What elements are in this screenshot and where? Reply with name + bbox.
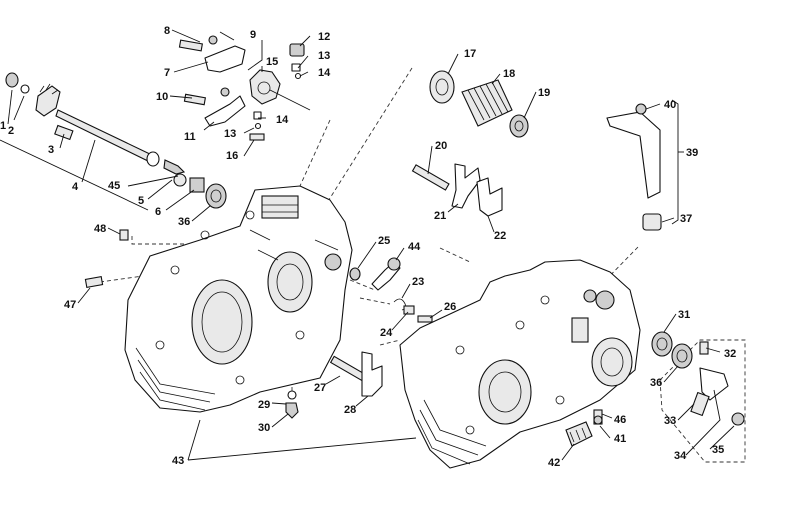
callout-14-bottom: 14 — [276, 114, 289, 126]
callout-40: 40 — [664, 99, 676, 111]
assembly-guide-lines — [99, 67, 746, 463]
callout-20: 20 — [435, 140, 447, 152]
callout-26: 26 — [444, 301, 456, 313]
callout-12: 12 — [318, 31, 330, 43]
callout-35: 35 — [712, 444, 724, 456]
callout-42: 42 — [548, 457, 560, 469]
callout-10: 10 — [156, 91, 168, 103]
callout-34: 34 — [674, 450, 687, 462]
callout-13-bottom: 13 — [224, 128, 236, 140]
callout-45: 45 — [108, 180, 120, 192]
callout-37: 37 — [680, 213, 692, 225]
callout-30: 30 — [258, 422, 270, 434]
shift-shaft-group — [0, 72, 205, 211]
callout-27: 27 — [314, 382, 326, 394]
callout-22: 22 — [494, 230, 506, 242]
callout-16: 16 — [226, 150, 238, 162]
callout-2: 2 — [8, 125, 14, 137]
callout-41: 41 — [614, 433, 626, 445]
callout-48: 48 — [94, 223, 106, 235]
callout-8: 8 — [164, 25, 170, 37]
small-parts — [84, 183, 603, 447]
callout-5: 5 — [138, 195, 144, 207]
shift-forks — [329, 163, 503, 397]
callout-36-right: 36 — [650, 377, 662, 389]
callout-18: 18 — [503, 68, 515, 80]
callout-14-top: 14 — [318, 67, 331, 79]
callout-23: 23 — [412, 276, 424, 288]
right-crankcase-half — [399, 259, 641, 469]
callout-43: 43 — [172, 455, 184, 467]
right-side-parts — [606, 99, 745, 426]
callout-24: 24 — [380, 327, 393, 339]
selector-group — [178, 35, 311, 141]
callout-6: 6 — [155, 206, 161, 218]
callout-44: 44 — [408, 241, 421, 253]
callout-11: 11 — [184, 131, 196, 143]
callout-3: 3 — [48, 144, 54, 156]
callout-39: 39 — [686, 147, 698, 159]
callout-36-left: 36 — [178, 216, 190, 228]
shift-drum-group — [429, 70, 529, 138]
callout-15: 15 — [266, 56, 278, 68]
callout-4: 4 — [72, 181, 79, 193]
callout-29: 29 — [258, 399, 270, 411]
callout-7: 7 — [164, 67, 170, 79]
left-crankcase-half — [124, 185, 353, 413]
callout-47: 47 — [64, 299, 76, 311]
callout-17: 17 — [464, 48, 476, 60]
callout-33: 33 — [664, 415, 676, 427]
callout-21: 21 — [434, 210, 446, 222]
callout-25: 25 — [378, 235, 390, 247]
callout-28: 28 — [344, 404, 356, 416]
callout-1: 1 — [0, 120, 6, 132]
callout-32: 32 — [724, 348, 736, 360]
leader-lines — [7, 29, 735, 461]
callout-13-top: 13 — [318, 50, 330, 62]
callout-9: 9 — [250, 29, 256, 41]
callout-labels: 1 2 3 4 45 5 6 36 48 47 8 9 7 10 11 15 1… — [0, 25, 736, 469]
callout-46: 46 — [614, 414, 626, 426]
callout-19: 19 — [538, 87, 550, 99]
callout-31: 31 — [678, 309, 690, 321]
